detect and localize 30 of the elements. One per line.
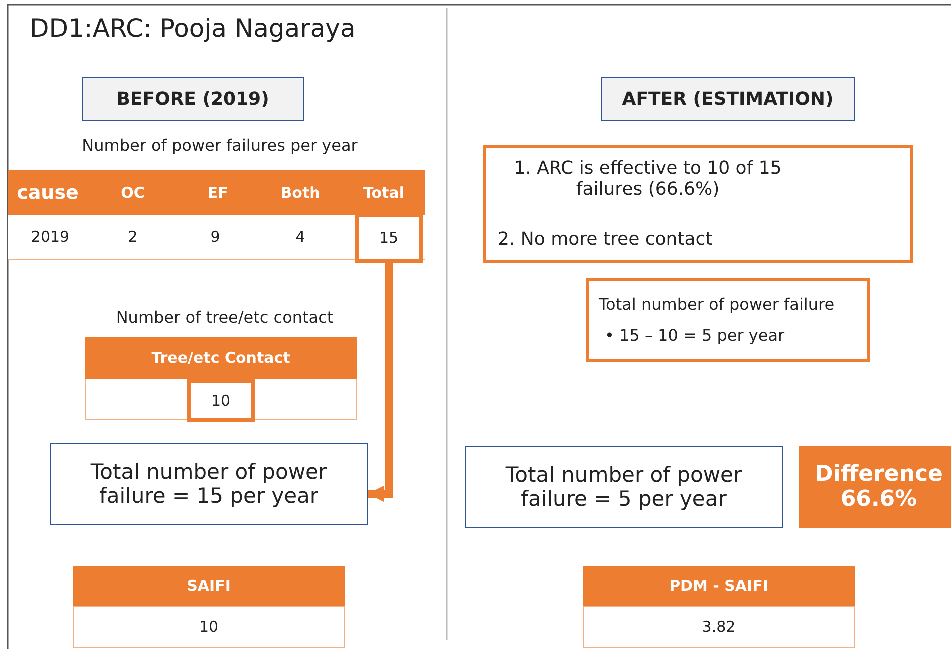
- box-text: 66.6%: [840, 487, 918, 512]
- box-text: Difference: [815, 462, 943, 487]
- result-box: [799, 446, 951, 528]
- caption-text: Number of power failures per year: [81, 134, 359, 156]
- bullet-item: • 15 – 10 = 5 per year: [604, 326, 785, 345]
- table-header-cell: cause: [8, 170, 88, 215]
- table-cell: 3.82: [583, 606, 855, 648]
- table-cell: 2019: [8, 215, 93, 260]
- table-header-cell: SAIFI: [73, 566, 345, 606]
- table-cell: 10: [73, 606, 345, 648]
- table-header-cell: OC: [88, 170, 178, 215]
- highlighted-cell: 10: [187, 379, 255, 422]
- table-header-cell: EF: [178, 170, 258, 215]
- box-text: Total number of power failure: [599, 295, 835, 314]
- table-header-cell: Both: [258, 170, 343, 215]
- table-header-cell: Tree/etc Contact: [85, 337, 357, 379]
- heading-box: AFTER (ESTIMATION): [601, 77, 855, 121]
- info-box: Total number of power failure = 15 per year: [50, 443, 368, 525]
- info-box: Total number of power failure = 5 per year: [465, 446, 783, 528]
- title-text: DD1:ARC: Pooja Nagaraya: [30, 14, 356, 43]
- table-header-cell: PDM - SAIFI: [583, 566, 855, 606]
- caption-text: Number of tree/etc contact: [115, 306, 335, 328]
- heading-box: BEFORE (2019): [82, 77, 304, 121]
- note-box: [586, 278, 870, 362]
- table-header-cell: Total: [343, 170, 425, 215]
- arrow: [368, 263, 393, 502]
- note-box: [483, 145, 913, 263]
- list-item: 2. No more tree contact: [498, 229, 713, 250]
- highlighted-cell: 15: [355, 213, 423, 263]
- list-item: 1. ARC is effective to 10 of 15 failures (66.6%): [513, 158, 783, 200]
